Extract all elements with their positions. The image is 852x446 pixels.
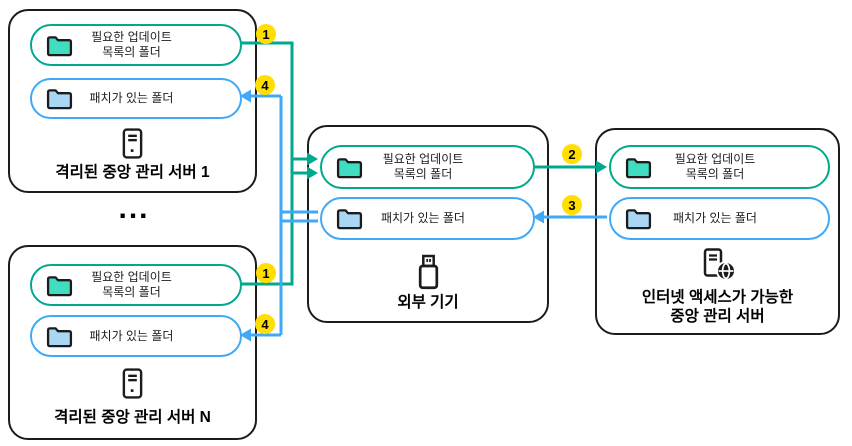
update-list-folder-pill: 필요한 업데이트 목록의 폴더 xyxy=(609,145,830,189)
isolated-server-1-node: 필요한 업데이트 목록의 폴더 패치가 있는 폴더 격리된 중앙 관리 서버 1 xyxy=(8,9,257,193)
patches-folder-pill: 패치가 있는 폴더 xyxy=(30,315,242,357)
server-icon xyxy=(10,128,255,159)
step-badge-4: 4 xyxy=(255,75,275,95)
patches-folder-label: 패치가 있는 폴더 xyxy=(89,91,174,105)
server-icon xyxy=(10,368,255,399)
update-list-folder-pill: 필요한 업데이트 목록의 폴더 xyxy=(30,264,242,306)
update-list-folder-label: 필요한 업데이트 목록의 폴더 xyxy=(91,30,172,59)
folder-icon xyxy=(46,87,73,110)
internet-server-globe-icon xyxy=(597,248,838,282)
node-title-line1: 인터넷 액세스가 가능한 xyxy=(641,289,794,306)
node-title: 격리된 중앙 관리 서버 1 xyxy=(55,164,210,181)
node-title: 격리된 중앙 관리 서버 N xyxy=(54,409,211,426)
step-badge-1: 1 xyxy=(256,24,276,44)
patches-folder-pill: 패치가 있는 폴더 xyxy=(609,197,830,240)
step-badge-1: 1 xyxy=(256,263,276,283)
step-badge-3: 3 xyxy=(562,195,582,215)
patches-folder-pill: 패치가 있는 폴더 xyxy=(320,197,535,240)
update-list-folder-label: 필요한 업데이트 목록의 폴더 xyxy=(382,152,464,181)
update-list-folder-pill: 필요한 업데이트 목록의 폴더 xyxy=(320,145,535,189)
patches-folder-label: 패치가 있는 폴더 xyxy=(673,211,757,225)
usb-device-icon xyxy=(309,254,547,290)
patches-folder-label: 패치가 있는 폴더 xyxy=(89,328,174,343)
patches-folder-label: 패치가 있는 폴더 xyxy=(381,211,465,225)
ellipsis-more-servers: ... xyxy=(118,192,150,225)
external-device-node: 필요한 업데이트 목록의 폴더 패치가 있는 폴더 외부 기기 xyxy=(307,125,549,323)
node-title-line2: 중앙 관리 서버 xyxy=(670,308,765,325)
internet-access-server-node: 필요한 업데이트 목록의 폴더 패치가 있는 폴더 인터넷 액세스가 가능한 중… xyxy=(595,128,840,335)
folder-icon xyxy=(46,274,73,297)
step-badge-2: 2 xyxy=(562,144,582,164)
patches-folder-pill: 패치가 있는 폴더 xyxy=(30,78,242,119)
folder-icon xyxy=(336,207,363,230)
update-list-folder-label: 필요한 업데이트 목록의 폴더 xyxy=(674,152,756,181)
update-list-folder-pill: 필요한 업데이트 목록의 폴더 xyxy=(30,24,242,66)
folder-icon xyxy=(46,34,73,57)
folder-icon xyxy=(46,325,73,348)
folder-icon xyxy=(625,156,652,179)
folder-icon xyxy=(336,156,363,179)
folder-icon xyxy=(625,207,652,230)
step-badge-4: 4 xyxy=(255,314,275,334)
isolated-server-n-node: 필요한 업데이트 목록의 폴더 패치가 있는 폴더 격리된 중앙 관리 서버 N xyxy=(8,245,257,440)
node-title: 외부 기기 xyxy=(397,294,459,311)
update-list-folder-label: 필요한 업데이트 목록의 폴더 xyxy=(91,270,172,299)
